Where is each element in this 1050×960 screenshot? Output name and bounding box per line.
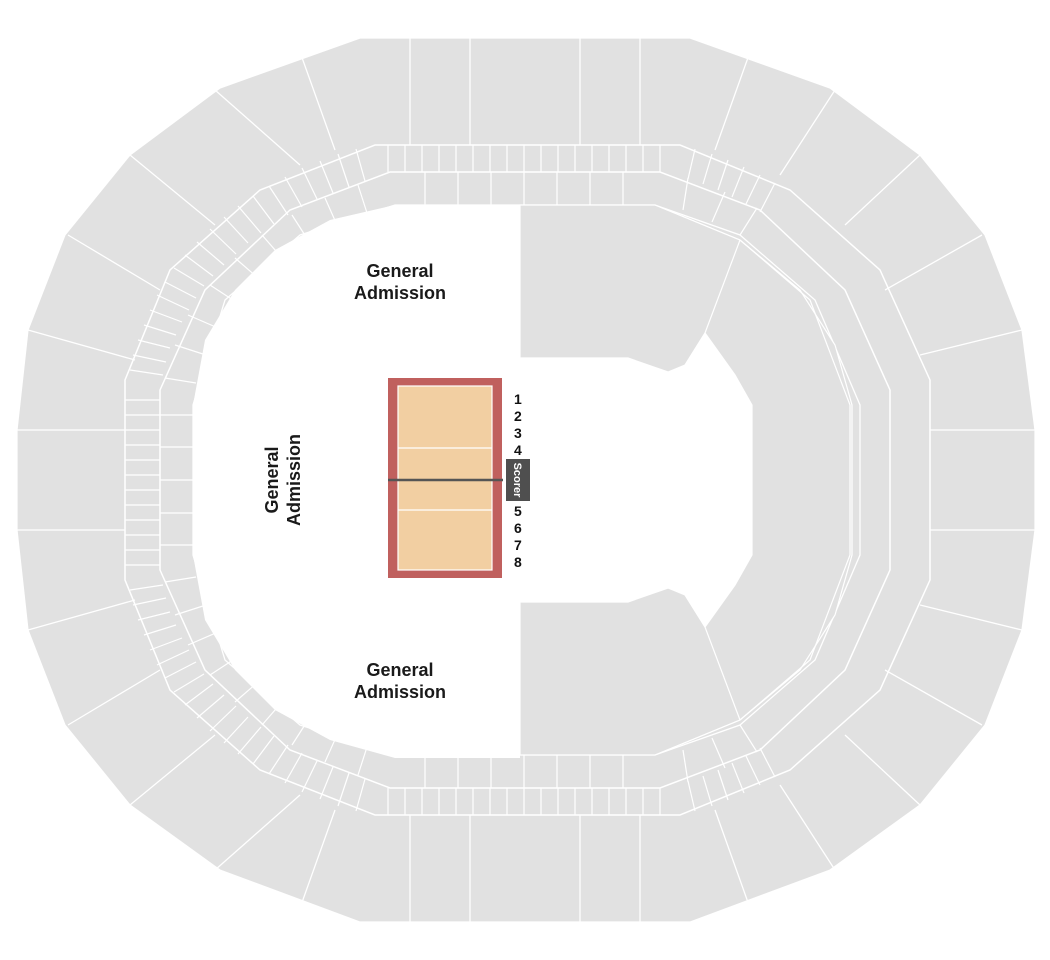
club-boxes-bottom — [387, 788, 661, 815]
club-level-ring — [124, 144, 931, 816]
bench-number-8: 8 — [514, 554, 522, 570]
bench-number-1: 1 — [514, 391, 522, 407]
ga-label-bottom: General Admission — [354, 660, 446, 702]
bench-number-5: 5 — [514, 503, 522, 519]
ga-top-line-1: General — [366, 261, 433, 281]
scorer-label: Scorer — [511, 463, 523, 499]
ga-bottom-line-1: General — [366, 660, 433, 680]
scorer-table — [506, 459, 530, 501]
upper-level-section-dividers — [17, 38, 1035, 922]
bench-number-7: 7 — [514, 537, 522, 553]
court-lines — [397, 385, 493, 571]
right-block-dividers — [654, 204, 851, 756]
ga-label-left: General Admission — [262, 434, 304, 526]
ga-left-line-1: General — [262, 446, 282, 513]
club-boxes-left — [125, 267, 205, 693]
bench-number-6: 6 — [514, 520, 522, 536]
bench-number-4: 4 — [514, 442, 522, 458]
bench-number-2: 2 — [514, 408, 522, 424]
ga-label-top: General Admission — [354, 261, 446, 303]
court-surface — [398, 386, 492, 570]
ga-left-line-2: Admission — [284, 434, 304, 526]
club-boxes-top — [387, 145, 661, 172]
bench-number-3: 3 — [514, 425, 522, 441]
club-boxes-diagonals — [184, 148, 776, 812]
right-lower-seating-block[interactable] — [519, 204, 853, 756]
ga-top-line-2: Admission — [354, 283, 446, 303]
ga-bottom-line-2: Admission — [354, 682, 446, 702]
